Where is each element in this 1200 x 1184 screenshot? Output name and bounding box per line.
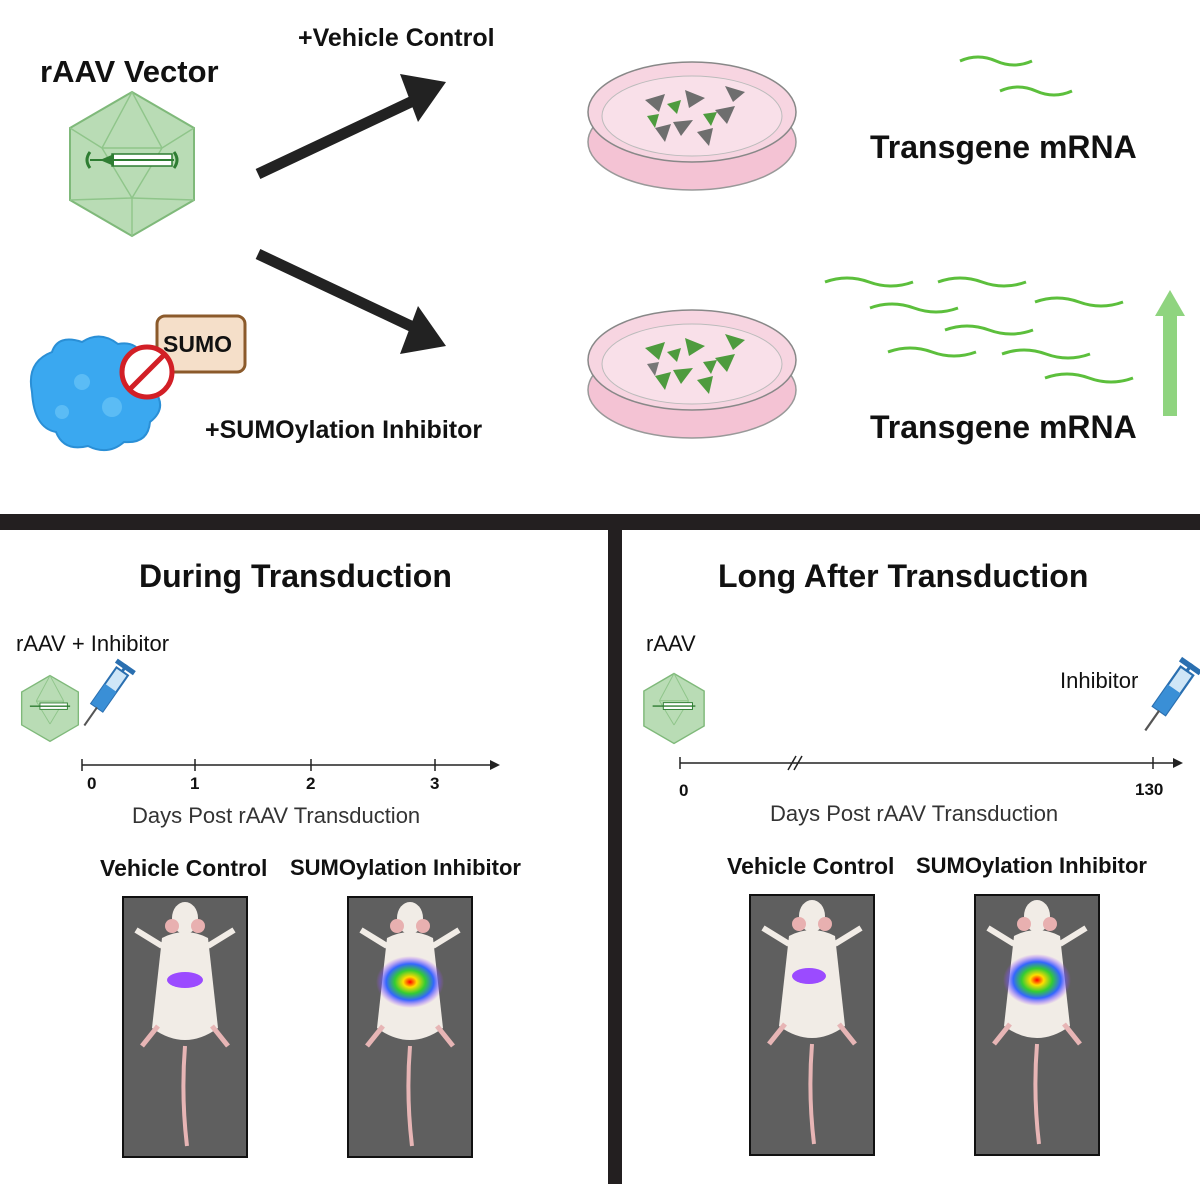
inhibitor-label: +SUMOylation Inhibitor [205,416,483,444]
mouse-label-vehicle-right: Vehicle Control [727,853,895,879]
tick-label: 1 [190,774,200,793]
bioluminescence-signal [376,956,444,1008]
mouse-image-vehicle-right [749,894,875,1156]
syringe-icon [1144,656,1200,732]
inhibitor-timepoint-label: Inhibitor [1060,668,1139,693]
mouse-image-inhibitor-left [347,896,473,1158]
mrna-label-top: Transgene mRNA [870,129,1137,165]
tick-label: 0 [679,781,689,800]
treatment-arrows [255,74,446,354]
mrna-label-bottom: Transgene mRNA [870,409,1137,445]
mrna-top-icon [959,55,1073,97]
mrna-bottom-icon [824,276,1134,384]
mouse-label-inhibitor-left: SUMOylation Inhibitor [290,855,521,880]
bioluminescence-signal [167,972,203,988]
sumo-protein-icon [30,314,247,452]
panel-divider-horizontal [0,514,1200,530]
axis-label-right: Days Post rAAV Transduction [770,801,1059,826]
petri-dish-top [587,61,797,191]
syringe-icon [83,658,136,727]
mouse-image-vehicle-left [122,896,248,1158]
mouse-label-vehicle-left: Vehicle Control [100,855,268,881]
bioluminescence-signal [792,968,826,984]
axis-break-icon [787,755,797,771]
sumo-label: SUMO [163,331,232,357]
long-after-title: Long After Transduction [718,558,1089,594]
rAAV-label: rAAV [646,631,696,656]
arrow-down-head [400,306,446,354]
capsid-small-icon [20,674,80,743]
increase-arrow-icon [1155,290,1185,416]
mouse-image-inhibitor-right [974,894,1100,1156]
bioluminescence-signal [1003,954,1071,1006]
mouse-label-inhibitor-right: SUMOylation Inhibitor [916,853,1147,878]
tick-label: 130 [1135,780,1164,799]
vector-label: rAAV Vector [40,54,219,89]
timeline-right [679,755,1183,771]
mouse-body [134,902,236,1147]
capsid-icon [69,90,195,238]
during-transduction-title: During Transduction [139,558,452,594]
tick-label: 0 [87,774,97,793]
panel-divider-vertical [608,530,622,1184]
rAAV-inhibitor-label: rAAV + Inhibitor [16,631,170,656]
axis-label-left: Days Post rAAV Transduction [132,803,421,828]
tick-label: 2 [306,774,316,793]
vehicle-control-label: +Vehicle Control [298,24,495,52]
capsid-small-icon [643,672,705,745]
arrow-up-head [400,74,446,122]
tick-label: 3 [430,774,440,793]
petri-dish-bottom [587,309,797,439]
timeline-left [81,759,500,771]
